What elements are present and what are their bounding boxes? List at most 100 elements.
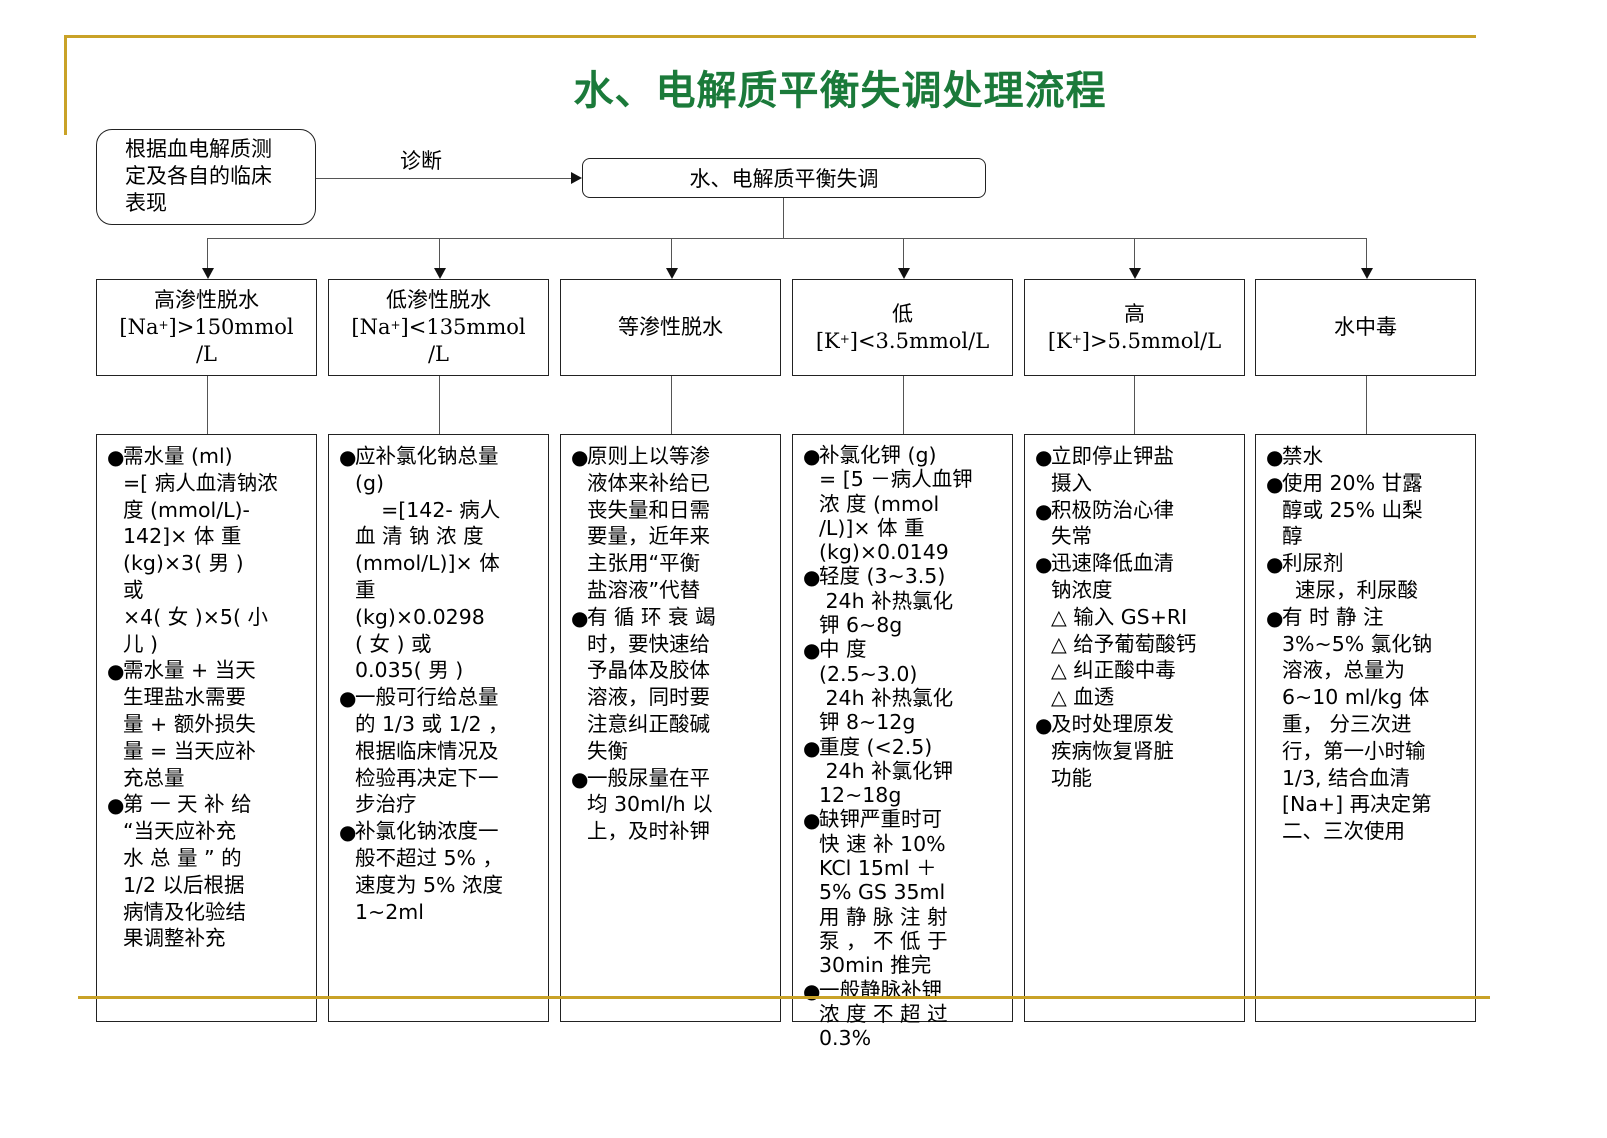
item-line: 盐溶液”代替	[587, 577, 762, 604]
bullet-icon: ●	[339, 820, 357, 845]
item-text: 量 + 额外损失	[123, 711, 256, 736]
category-name: 水中毒	[1334, 315, 1397, 339]
bottom-rule	[78, 996, 1490, 999]
item-text: 禁水	[1282, 444, 1323, 468]
bullet-icon: ●	[803, 978, 821, 1003]
item-text: 立即停止钾盐	[1051, 444, 1174, 468]
connector-detail	[671, 376, 672, 434]
category-criterion-unit: /L	[195, 342, 218, 366]
item-line: 主张用“平衡	[587, 550, 762, 577]
item-line: 24h 补热氯化	[819, 589, 994, 613]
bullet-icon: ●	[1035, 552, 1053, 577]
item-line: 溶液，同时要	[587, 684, 762, 711]
item-line: 用 静 脉 注 射	[819, 905, 994, 929]
item-line: 浓 度 不 超 过	[819, 1002, 994, 1026]
bullet-item: ●有 时 静 注	[1266, 604, 1457, 631]
item-line: △ 给予葡萄酸钙	[1051, 631, 1226, 658]
item-text: 度 (mmol/L)-	[123, 497, 250, 522]
item-text: 3%~5% 氯化钠	[1282, 631, 1433, 656]
item-text: 一般可行给总量	[355, 685, 499, 710]
item-line: =[142- 病人	[355, 497, 530, 524]
item-text: 盐溶液”代替	[587, 577, 701, 602]
item-line: 5% GS 35ml	[819, 880, 994, 904]
bullet-item: ●应补氯化钠总量	[339, 443, 530, 470]
bullet-item: ●补氯化钾 (g)	[803, 443, 994, 468]
category-name: 高渗性脱水	[154, 288, 259, 312]
item-line: 血 清 钠 浓 度	[355, 523, 530, 550]
bullet-item: ●轻度 (3~3.5)	[803, 564, 994, 589]
item-text: 时，要快速给	[587, 631, 710, 656]
detail-box-hypertonic: ●需水量 (ml)=[ 病人血清钠浓度 (mmol/L)-142]× 体 重(k…	[96, 434, 317, 1022]
bullet-item: ●需水量 + 当天	[107, 657, 298, 684]
item-text: 补氯化钾 (g)	[819, 443, 937, 467]
item-text: 摄入	[1051, 470, 1092, 495]
item-line: 24h 补热氯化	[819, 686, 994, 710]
item-line: [Na+] 再决定第	[1282, 791, 1457, 818]
down-arrow	[202, 268, 214, 279]
item-line: 上，及时补钾	[587, 818, 762, 845]
connector-detail	[1366, 376, 1367, 434]
item-text: 重	[355, 577, 376, 602]
item-line: 要量，近年来	[587, 523, 762, 550]
item-text: △ 给予葡萄酸钙	[1051, 631, 1197, 656]
detail-box-water-intoxication: ●禁水●使用 20% 甘露醇或 25% 山梨醇●利尿剂 速尿，利尿酸●有 时 静…	[1255, 434, 1476, 1022]
category-criterion-unit: /L	[427, 342, 450, 366]
connector-detail	[439, 376, 440, 434]
item-text: 1~2ml	[355, 899, 424, 924]
item-text: “当天应补充	[123, 819, 237, 844]
left-rule	[64, 35, 67, 135]
item-text: (kg)×0.0149	[819, 540, 949, 565]
item-line: /L)]× 体 重	[819, 516, 994, 540]
item-line: (kg)×0.0149	[819, 540, 994, 564]
item-line: (kg)×3( 男 )	[123, 550, 298, 577]
item-line: 1/3, 结合血清	[1282, 765, 1457, 792]
bullet-icon: ●	[803, 444, 821, 468]
item-line: (mmol/L)]× 体	[355, 550, 530, 577]
item-line: 失衡	[587, 738, 762, 765]
item-line: 1~2ml	[355, 899, 530, 926]
connector-drop	[903, 238, 904, 268]
item-text: 0.3%	[819, 1026, 872, 1051]
bullet-item: ●及时处理原发	[1035, 711, 1226, 738]
item-line: 浓 度 (mmol	[819, 492, 994, 516]
item-text: 儿 )	[123, 631, 159, 656]
category-box-hypokalemia: 低 [K+]<3.5mmol/L	[792, 279, 1013, 376]
item-text: 钾 6~8g	[819, 613, 903, 638]
bullet-icon: ●	[1035, 498, 1053, 523]
item-text: [Na+] 再决定第	[1282, 792, 1432, 817]
item-line: 行，第一小时输	[1282, 738, 1457, 765]
item-text: 予晶体及胶体	[587, 658, 710, 683]
item-text: 5% GS 35ml	[819, 880, 946, 905]
item-line: 步治疗	[355, 791, 530, 818]
connector-drop	[207, 238, 208, 268]
bullet-icon: ●	[1266, 605, 1284, 630]
item-text: 有 时 静 注	[1282, 604, 1384, 629]
category-box-hypertonic: 高渗性脱水 [Na+]>150mmol /L	[96, 279, 317, 376]
source-line: 表现	[125, 191, 167, 215]
item-text: 要量，近年来	[587, 524, 710, 549]
item-line: 儿 )	[123, 631, 298, 658]
item-text: = [5 －病人血钾	[819, 467, 973, 492]
item-line: = [5 －病人血钾	[819, 467, 994, 491]
item-line: 予晶体及胶体	[587, 657, 762, 684]
item-line: 钾 8~12g	[819, 710, 994, 734]
bullet-item: ●迅速降低血清	[1035, 550, 1226, 577]
bullet-icon: ●	[107, 659, 125, 684]
item-text: 第 一 天 补 给	[123, 792, 252, 817]
item-line: “当天应补充	[123, 818, 298, 845]
item-text: △ 输入 GS+RI	[1051, 604, 1188, 629]
down-arrow	[1361, 268, 1373, 279]
category-box-hyperkalemia: 高 [K+]>5.5mmol/L	[1024, 279, 1245, 376]
item-text: 步治疗	[355, 792, 417, 817]
category-name: 等渗性脱水	[618, 315, 723, 339]
item-line: 二、三次使用	[1282, 818, 1457, 845]
item-line: 般不超过 5% ，	[355, 845, 530, 872]
item-text: 速度为 5% 浓度	[355, 872, 504, 897]
item-text: 溶液，同时要	[587, 685, 710, 710]
detail-box-isotonic: ●原则上以等渗液体来补给已丧失量和日需要量，近年来主张用“平衡盐溶液”代替●有 …	[560, 434, 781, 1022]
diagnosis-arrow-head	[571, 172, 582, 184]
item-line: ×4( 女 )×5( 小	[123, 604, 298, 631]
item-text: 液体来补给已	[587, 470, 710, 495]
item-text: 应补氯化钠总量	[355, 444, 499, 468]
connector-drop	[439, 238, 440, 268]
